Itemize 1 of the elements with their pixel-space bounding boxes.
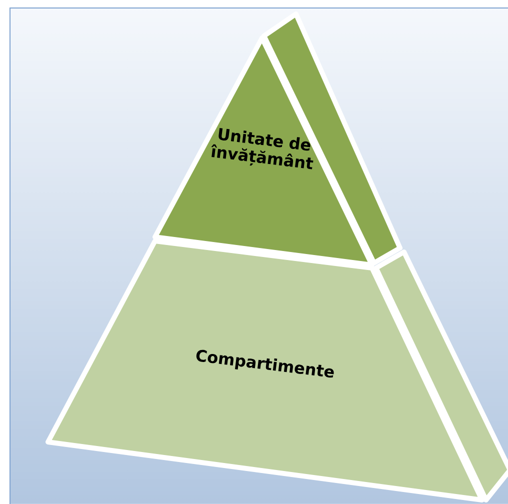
pyramid-top-tier: Unitate de învățământ: [152, 12, 402, 268]
